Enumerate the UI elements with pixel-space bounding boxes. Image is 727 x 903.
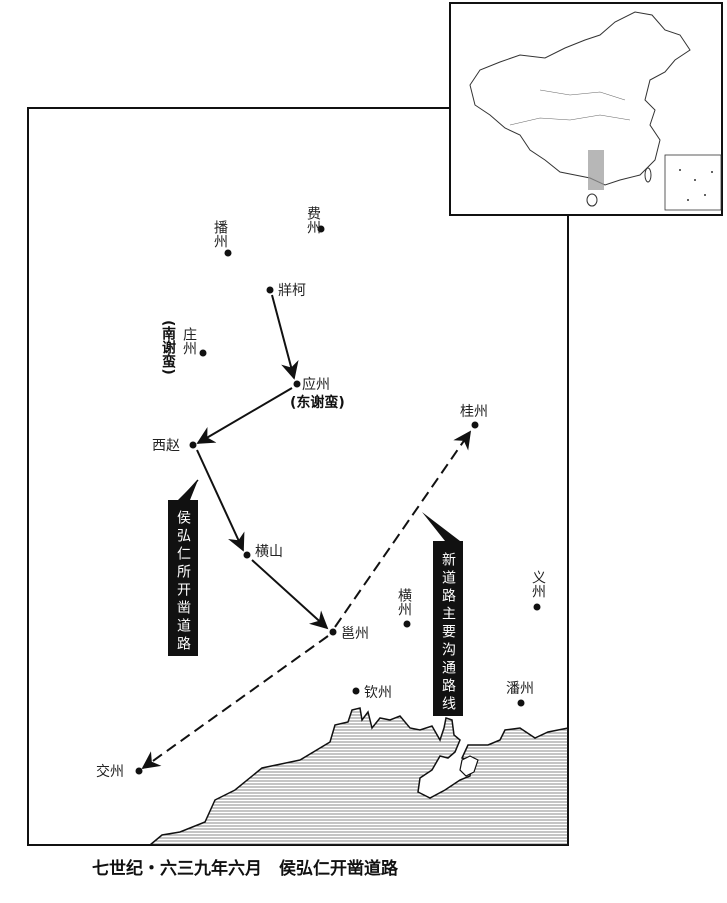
dot-bozhou (224, 249, 232, 257)
label-panzhou: 潘州 (506, 681, 534, 697)
map-caption: 七世纪・六三九年六月 侯弘仁开凿道路 (92, 858, 399, 879)
dot-qinzhou (352, 687, 360, 695)
coast-peninsula (459, 755, 479, 777)
place-dots (135, 225, 541, 775)
dot-xizhao (189, 441, 197, 449)
label-yizhou: 义州 (530, 570, 546, 598)
route-yongzhou-guizhou (334, 430, 472, 628)
label-yongzhou: 邕州 (341, 626, 369, 642)
label-qinzhou: 钦州 (364, 685, 392, 701)
new-route-lines (141, 430, 472, 770)
inset-china-map (449, 2, 723, 216)
new-route-legend (422, 512, 463, 716)
label-hengzhou: 横州 (396, 588, 412, 616)
dot-zhuangzhou (199, 349, 207, 357)
label-dongxieman: (东谢蛮) (290, 394, 345, 411)
dot-guizhou (471, 421, 479, 429)
dot-hengzhou (403, 620, 411, 628)
map-frame (27, 107, 569, 846)
label-feizhou: 费州 (305, 206, 321, 234)
label-zhuangzhou: 庄州 (181, 326, 197, 355)
dot-feizhou (317, 225, 325, 233)
dot-yongzhou (329, 628, 337, 636)
route-hengshan-yongzhou (251, 559, 329, 630)
label-jiaozhou: 交州 (96, 763, 124, 780)
old-route-legend (168, 479, 199, 656)
dot-yizhou (533, 603, 541, 611)
label-guizhou: 桂州 (460, 404, 488, 420)
sea-area (147, 707, 569, 846)
old-route-legend-text: 侯弘仁所开凿道路 (175, 510, 191, 654)
label-nanxieman: (南谢蛮) (160, 320, 176, 375)
new-route-legend-text: 新道路主要沟通路线 (440, 552, 456, 714)
dot-zangke (266, 286, 274, 294)
route-zangke-yingzhou (271, 294, 299, 380)
route-yongzhou-jiaozhou (141, 635, 329, 770)
dot-jiaozhou (135, 767, 143, 775)
old-route-lines (196, 294, 329, 630)
label-bozhou: 播州 (212, 220, 228, 248)
label-hengshan: 横山 (255, 544, 283, 560)
label-yingzhou: 应州 (302, 376, 330, 393)
route-yingzhou-xizhao (196, 387, 293, 444)
dot-hengshan (243, 551, 251, 559)
label-zangke: 牂柯 (278, 283, 306, 299)
route-xizhao-hengshan (196, 449, 245, 552)
dot-panzhou (517, 699, 525, 707)
dot-yingzhou (293, 380, 301, 388)
label-xizhao: 西赵 (152, 438, 180, 454)
